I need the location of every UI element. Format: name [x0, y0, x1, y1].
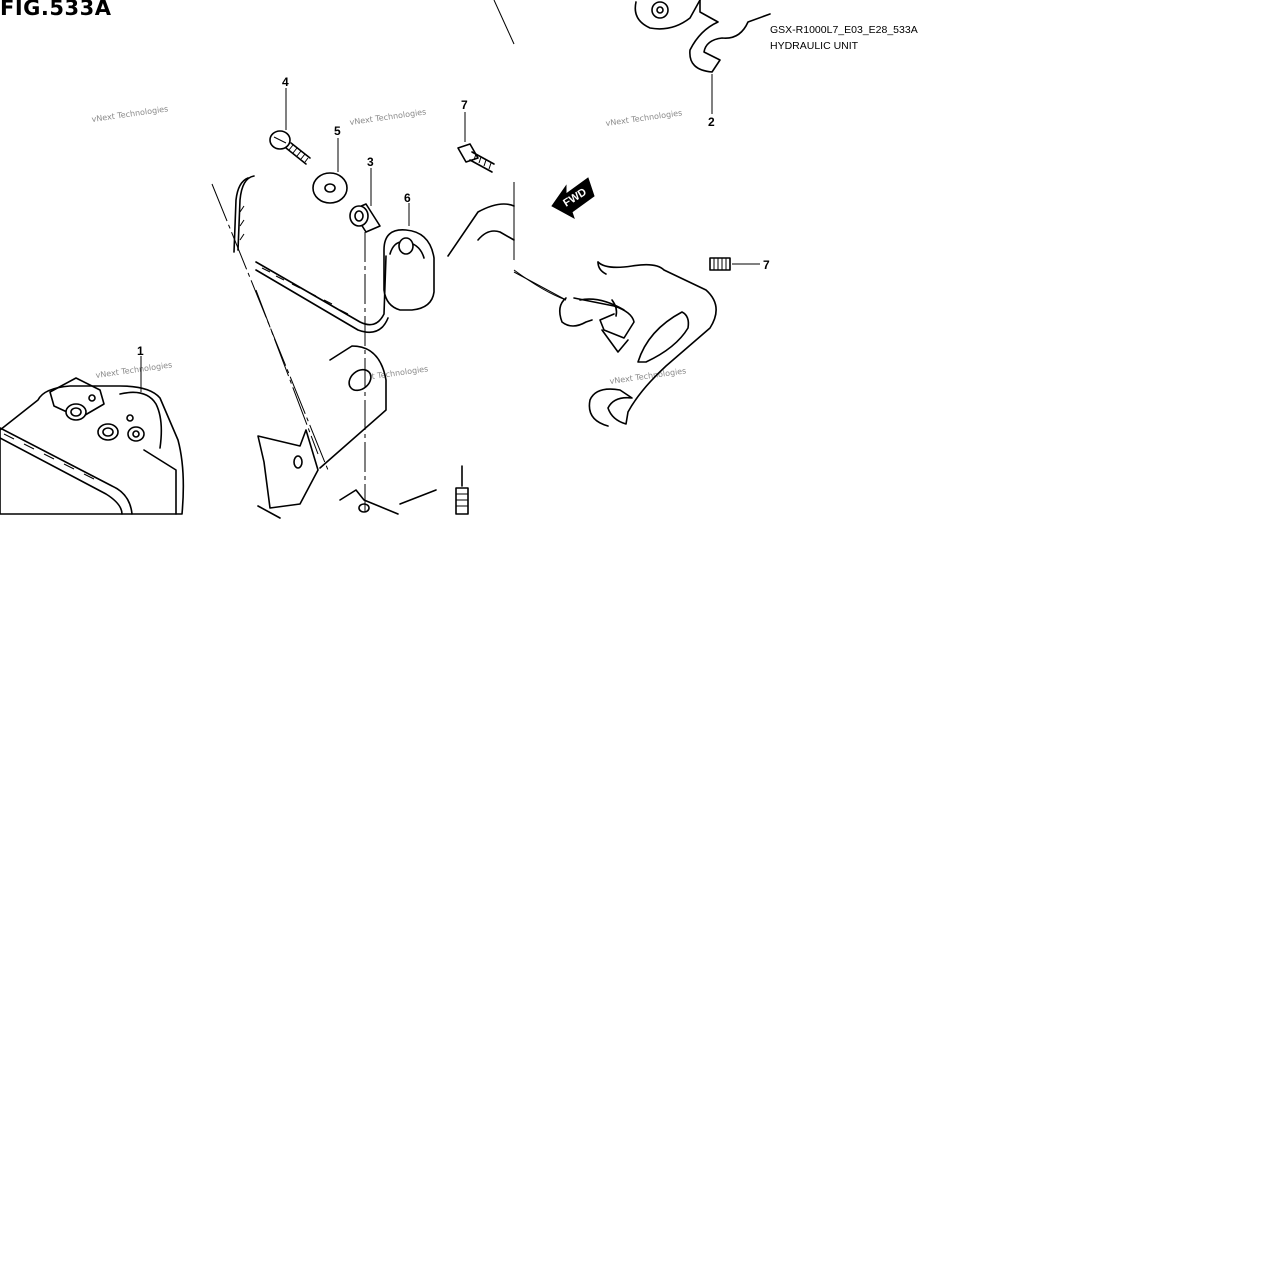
part-7-nut-lower [709, 257, 760, 271]
mounting-bracket [257, 345, 469, 519]
watermark-2: vNext Technologies [349, 107, 427, 127]
watermark-6: vNext Technologies [609, 366, 687, 386]
callout-1: 1 [137, 344, 144, 358]
watermark-4: vNext Technologies [95, 360, 173, 380]
callout-2: 2 [708, 115, 715, 129]
callout-4: 4 [282, 75, 289, 89]
part-3-spacer [349, 168, 381, 233]
part-4-screw [269, 88, 311, 165]
watermark-1: vNext Technologies [91, 104, 169, 124]
part-7-bolt-upper [457, 112, 495, 173]
callout-6: 6 [404, 191, 411, 205]
part-2-bracket [513, 261, 717, 427]
figure-title: FIG.533A [0, 0, 112, 20]
part-6-grommet [383, 203, 435, 311]
fwd-direction-arrow: FWD [551, 177, 595, 220]
callout-3: 3 [367, 155, 374, 169]
gasket-frame [233, 175, 389, 334]
part-5-washer [312, 138, 348, 204]
callout-7-upper: 7 [461, 98, 468, 112]
part-1-hydraulic-unit [0, 356, 185, 515]
callout-5: 5 [334, 124, 341, 138]
callout-7-lower: 7 [763, 258, 770, 272]
unit-name-label: HYDRAULIC UNIT [770, 40, 859, 52]
watermark-3: vNext Technologies [605, 108, 683, 128]
model-code-label: GSX-R1000L7_E03_E28_533A [770, 24, 918, 36]
bracket-shape-upper [447, 182, 515, 260]
part-2-bracket-upper [634, 0, 771, 114]
